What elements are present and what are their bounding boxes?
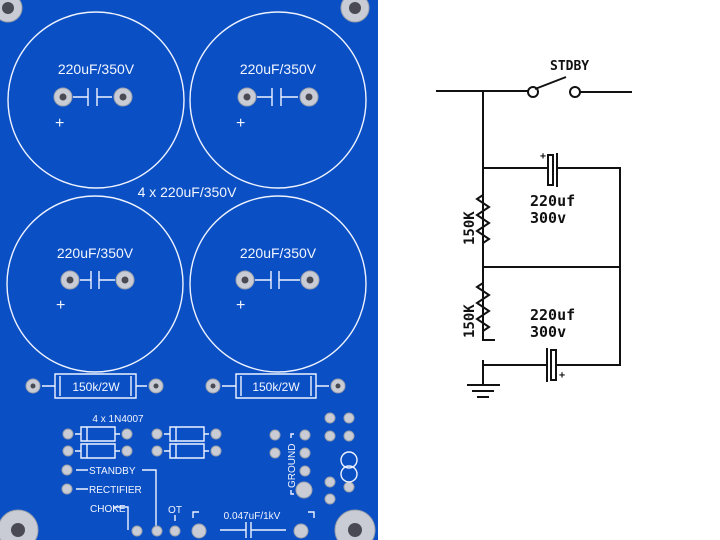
board <box>0 0 378 540</box>
rectifier-label: RECTIFIER <box>89 485 142 496</box>
resistor-label: 150K <box>462 211 478 245</box>
cap-label: 220uF/350V <box>240 61 317 77</box>
resistor-footprint-1: 150k/2W <box>25 373 164 399</box>
cap-label: 220uF/350V <box>57 245 134 261</box>
capacitor-footprint-1: 220uF/350V + <box>7 11 185 189</box>
capacitor-symbol <box>547 154 554 186</box>
pcb-photo: 220uF/350V + 220uF/350V + 4 x 220uF/350V… <box>0 0 378 540</box>
schematic-wires <box>436 76 632 398</box>
choke-label: CHOKE <box>90 504 126 515</box>
switch-contact <box>527 86 539 98</box>
cap-value: 220uf <box>530 306 575 324</box>
plus-mark: + <box>236 297 245 314</box>
capacitor-footprint-2: 220uF/350V + <box>189 11 367 189</box>
cap-group-label: 4 x 220uF/350V <box>138 184 238 200</box>
resistor-label: 150k/2W <box>72 380 120 394</box>
standby-label: STANDBY <box>89 466 136 477</box>
mounting-holes <box>0 0 376 540</box>
resistor-footprint-2: 150k/2W <box>205 373 346 399</box>
ot-label: OT <box>168 505 182 516</box>
plus-mark: + <box>55 115 64 132</box>
capacitor-footprint-3: 220uF/350V + <box>6 195 184 373</box>
cap-voltage: 300v <box>530 209 566 227</box>
plus-mark: + <box>559 370 565 381</box>
resistor-label: 150k/2W <box>252 380 300 394</box>
ground-connector: GROUND <box>269 412 358 505</box>
small-cap-label: 0.047uF/1kV <box>224 511 281 522</box>
cap-label: 220uF/350V <box>58 61 135 77</box>
ground-label: GROUND <box>287 444 298 488</box>
cap-label: 220uF/350V <box>240 245 317 261</box>
schematic: STDBY + + 220uf 300v 220uf 300v 150K 150… <box>436 59 632 398</box>
capacitor-footprint-4: 220uF/350V + <box>189 195 367 373</box>
plus-mark: + <box>236 115 245 132</box>
diode-footprints <box>62 426 222 459</box>
diode-label: 4 x 1N4007 <box>92 414 144 425</box>
silk-traces <box>76 469 176 530</box>
cap-voltage: 300v <box>530 323 566 341</box>
cap-value: 220uf <box>530 192 575 210</box>
switch-label: STDBY <box>550 59 589 74</box>
capacitor-symbol <box>550 349 557 381</box>
plus-mark: + <box>540 151 546 162</box>
resistor-label: 150K <box>462 304 478 338</box>
switch-contact <box>569 86 581 98</box>
plus-mark: + <box>56 297 65 314</box>
